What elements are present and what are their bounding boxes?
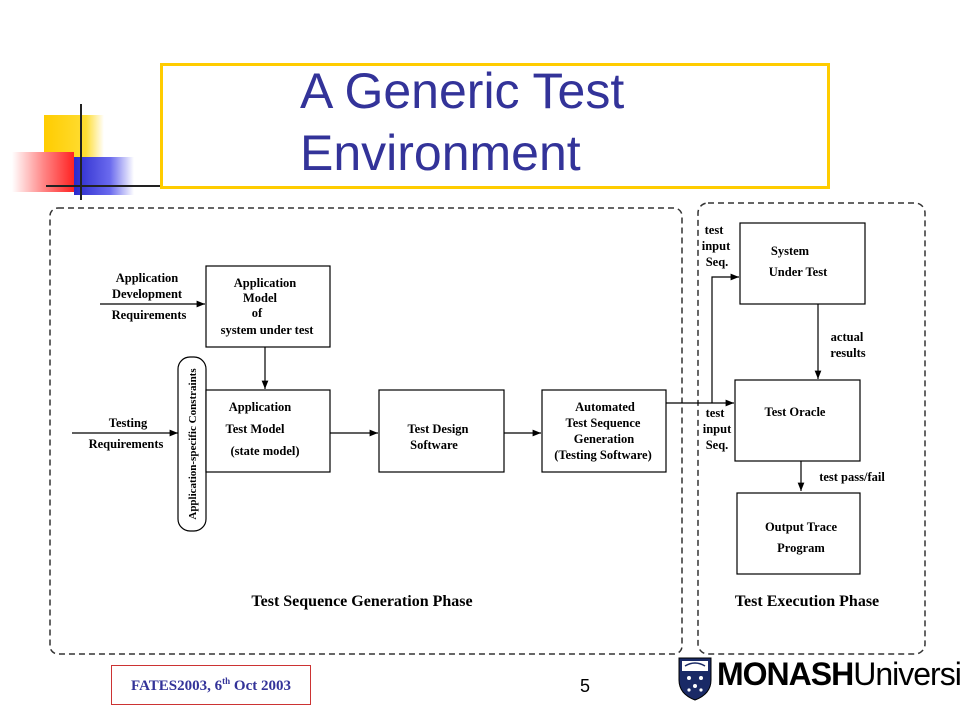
output-trace-box <box>736 492 861 575</box>
output-trace-line-2: Program <box>777 541 825 555</box>
auto-gen-line-1: Automated <box>575 400 635 414</box>
test-input-top-3: Seq. <box>706 255 729 269</box>
execution-phase-label: Test Execution Phase <box>735 593 879 610</box>
footer-superscript: th <box>222 676 231 686</box>
generation-to-sut-arrow <box>711 273 739 403</box>
monash-wordmark: MONASHUniversity <box>717 656 960 693</box>
constraints-label: Application-specific Constraints <box>187 368 199 520</box>
oracle-label: Test Oracle <box>765 405 826 419</box>
test-input-top-1: test <box>705 223 725 237</box>
test-input-bottom-3: Seq. <box>706 438 729 452</box>
oracle-box <box>734 379 861 462</box>
output-trace-line-1: Output Trace <box>765 520 838 534</box>
slide-title: A Generic Test Environment <box>300 63 625 181</box>
dev-req-line-1: Application <box>116 271 179 285</box>
sut-line-1: System <box>771 244 810 258</box>
actual-results-line-1: actual <box>831 330 864 344</box>
app-test-model-line-1: Application <box>229 400 292 414</box>
title-box: A Generic Test Environment <box>160 63 830 189</box>
generation-phase-label: Test Sequence Generation Phase <box>251 593 472 610</box>
app-test-model-box <box>205 389 331 473</box>
test-design-line-1: Test Design <box>407 422 468 436</box>
app-model-line-4: system under test <box>221 323 315 337</box>
execution-phase-region <box>697 202 926 655</box>
auto-gen-line-4: (Testing Software) <box>554 448 652 462</box>
footer-tail: Oct 2003 <box>230 678 291 694</box>
logo-regular: University <box>853 656 960 692</box>
auto-gen-line-2: Test Sequence <box>566 416 641 430</box>
decor-horizontal-line <box>46 185 162 187</box>
pass-fail-label: test pass/fail <box>819 470 885 484</box>
test-design-box <box>378 389 505 473</box>
app-model-line-2: Model <box>243 291 278 305</box>
test-input-bottom-2: input <box>703 422 732 436</box>
app-model-line-1: Application <box>234 276 297 290</box>
dev-req-line-2: Development <box>112 287 183 301</box>
footer-text: FATES2003, 6th Oct 2003 <box>112 676 310 695</box>
footer-box: FATES2003, 6th Oct 2003 <box>111 665 311 705</box>
test-input-bottom-1: test <box>706 406 726 420</box>
logo-bold: MONASH <box>717 656 854 692</box>
decor-vertical-line <box>80 104 82 200</box>
app-test-model-line-3: (state model) <box>230 444 299 458</box>
auto-gen-line-3: Generation <box>574 432 634 446</box>
actual-results-line-2: results <box>830 346 865 360</box>
decor-blue-square <box>74 157 134 195</box>
sut-box <box>739 222 866 305</box>
app-model-box <box>205 265 331 348</box>
generation-phase-region <box>49 207 683 655</box>
page-number: 5 <box>579 676 590 696</box>
dev-req-line-3: Requirements <box>112 308 187 322</box>
sut-line-2: Under Test <box>769 265 828 279</box>
monash-crest-icon <box>678 657 712 701</box>
auto-gen-box <box>541 389 667 473</box>
footer-main: FATES2003, 6 <box>131 678 223 694</box>
testing-req-line-2: Requirements <box>89 437 164 451</box>
app-model-line-3: of <box>252 306 263 320</box>
app-test-model-line-2: Test Model <box>226 422 285 436</box>
test-input-top-2: input <box>702 239 731 253</box>
test-design-line-2: Software <box>410 438 458 452</box>
testing-req-line-1: Testing <box>109 416 148 430</box>
